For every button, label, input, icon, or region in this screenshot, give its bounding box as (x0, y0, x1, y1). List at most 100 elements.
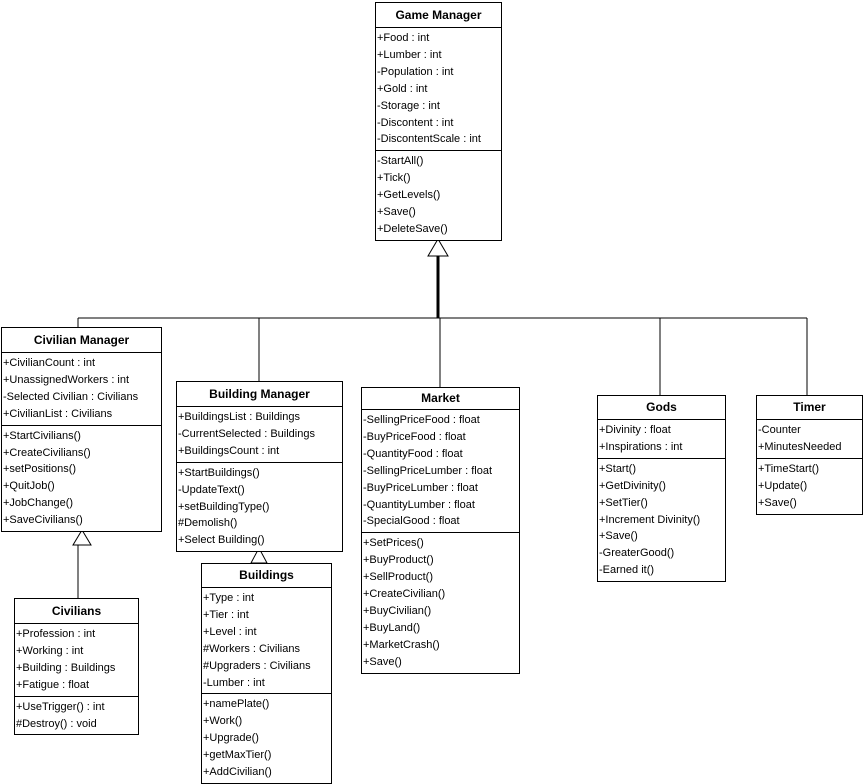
operation: #Demolish() (178, 517, 238, 530)
attributes-section: +Type : int +Tier : int +Level : int #Wo… (202, 588, 331, 695)
operation: #Destroy() : void (16, 717, 97, 730)
operation: -GreaterGood() (599, 547, 675, 560)
operation: +Upgrade() (203, 732, 259, 745)
class-title: Game Manager (376, 3, 501, 28)
operations-section: +StartCivilians() +CreateCivilians() +se… (2, 426, 161, 531)
attribute: -Discontent : int (377, 116, 454, 129)
operation: +GetLevels() (377, 189, 441, 202)
operation: +JobChange() (3, 497, 74, 510)
attributes-section: +Divinity : float +Inspirations : int (598, 420, 725, 459)
operation: +Save() (377, 206, 416, 219)
operation: +setPositions() (3, 463, 77, 476)
operation: +SetPrices() (363, 537, 424, 550)
class-civilian-manager: Civilian Manager +CivilianCount : int +U… (1, 327, 162, 533)
class-title: Buildings (202, 564, 331, 588)
operation: +namePlate() (203, 698, 270, 711)
attributes-section: -Counter +MinutesNeeded (757, 420, 862, 459)
attribute: +CivilianCount : int (3, 357, 96, 369)
operations-section: +TimeStart() +Update() +Save() (757, 459, 862, 514)
operation: +setBuildingType() (178, 500, 270, 513)
attribute: +Gold : int (377, 82, 428, 95)
attribute: -SellingPriceLumber : float (363, 464, 493, 477)
attribute: +Working : int (16, 644, 84, 657)
attribute: -QuantityFood : float (363, 447, 463, 460)
operations-section: +namePlate() +Work() +Upgrade() +getMaxT… (202, 694, 331, 783)
attribute: +Tier : int (203, 608, 249, 621)
attribute: +BuildingsList : Buildings (178, 411, 300, 423)
class-building-manager: Building Manager +BuildingsList : Buildi… (176, 381, 343, 553)
operation: +MarketCrash() (363, 638, 440, 651)
attribute: +Type : int (203, 592, 255, 604)
attributes-section: +Profession : int +Working : int +Buildi… (15, 624, 138, 697)
attribute: -Selected Civilian : Civilians (3, 390, 139, 403)
operation: +GetDivinity() (599, 479, 666, 492)
attribute: -DiscontentScale : int (377, 133, 481, 146)
attribute: +Fatigue : float (16, 678, 90, 691)
attribute: -CurrentSelected : Buildings (178, 427, 315, 440)
class-market: Market -SellingPriceFood : float -BuyPri… (361, 387, 520, 674)
operation: +getMaxTier() (203, 749, 272, 762)
operation: -StartAll() (377, 155, 424, 168)
attribute: -BuyPriceLumber : float (363, 481, 478, 494)
operation: +AddCivilian() (203, 766, 272, 779)
operation: -UpdateText() (178, 483, 245, 496)
attribute: +Divinity : float (599, 424, 671, 436)
operation: +Increment Divinity() (599, 513, 701, 526)
attributes-section: -SellingPriceFood : float -BuyPriceFood … (362, 410, 519, 534)
attribute: -Storage : int (377, 99, 440, 112)
attribute: +Building : Buildings (16, 661, 116, 674)
attribute: +CivilianList : Civilians (3, 407, 113, 420)
class-gods: Gods +Divinity : float +Inspirations : i… (597, 395, 726, 583)
attribute: #Upgraders : Civilians (203, 659, 311, 672)
operation: +QuitJob() (3, 480, 55, 493)
class-title: Timer (757, 396, 862, 420)
attribute: -BuyPriceFood : float (363, 430, 466, 443)
attribute: +Inspirations : int (599, 440, 683, 453)
attribute: +Profession : int (16, 628, 96, 640)
attribute: -Counter (758, 424, 801, 436)
operation: +StartBuildings() (178, 466, 260, 479)
class-title: Civilians (15, 599, 138, 624)
operation: +Select Building() (178, 534, 265, 547)
attribute: -Population : int (377, 65, 454, 78)
attributes-section: +Food : int +Lumber : int -Population : … (376, 28, 501, 152)
attribute: -SellingPriceFood : float (363, 414, 480, 426)
attribute: +Level : int (203, 625, 257, 638)
operation: +Tick() (377, 172, 411, 185)
operation: +Save() (758, 496, 797, 509)
attribute: +MinutesNeeded (758, 440, 842, 453)
operation: +TimeStart() (758, 462, 820, 475)
attribute: -SpecialGood : float (363, 515, 460, 528)
class-buildings: Buildings +Type : int +Tier : int +Level… (201, 563, 332, 784)
operations-section: +SetPrices() +BuyProduct() +SellProduct(… (362, 533, 519, 672)
operation: -Earned it() (599, 564, 655, 577)
operation: +Save() (599, 530, 638, 543)
generalization-arrowhead-civilian-manager (72, 529, 92, 546)
attribute: +BuildingsCount : int (178, 444, 280, 457)
operations-section: -StartAll() +Tick() +GetLevels() +Save()… (376, 151, 501, 240)
operation: +SaveCivilians() (3, 514, 83, 527)
operation: +BuyProduct() (363, 554, 434, 567)
operation: +Work() (203, 715, 243, 728)
class-title: Gods (598, 396, 725, 420)
attribute: #Workers : Civilians (203, 642, 300, 655)
operation: +SetTier() (599, 496, 648, 509)
operation: +Update() (758, 479, 808, 492)
operation: +DeleteSave() (377, 222, 448, 235)
attribute: +Food : int (377, 32, 430, 44)
attribute: +Lumber : int (377, 48, 442, 61)
class-title: Civilian Manager (2, 328, 161, 353)
attributes-section: +CivilianCount : int +UnassignedWorkers … (2, 353, 161, 426)
attribute: -Lumber : int (203, 676, 265, 689)
class-timer: Timer -Counter +MinutesNeeded +TimeStart… (756, 395, 863, 515)
attribute: -QuantityLumber : float (363, 498, 475, 511)
operations-section: +Start() +GetDivinity() +SetTier() +Incr… (598, 459, 725, 581)
operation: +StartCivilians() (3, 429, 81, 442)
operation: +UseTrigger() : int (16, 700, 105, 713)
operation: +CreateCivilian() (363, 588, 446, 601)
class-title: Building Manager (177, 382, 342, 407)
attributes-section: +BuildingsList : Buildings -CurrentSelec… (177, 407, 342, 463)
operation: +BuyCivilian() (363, 604, 432, 617)
attribute: +UnassignedWorkers : int (3, 373, 130, 386)
class-game-manager: Game Manager +Food : int +Lumber : int -… (375, 2, 502, 241)
